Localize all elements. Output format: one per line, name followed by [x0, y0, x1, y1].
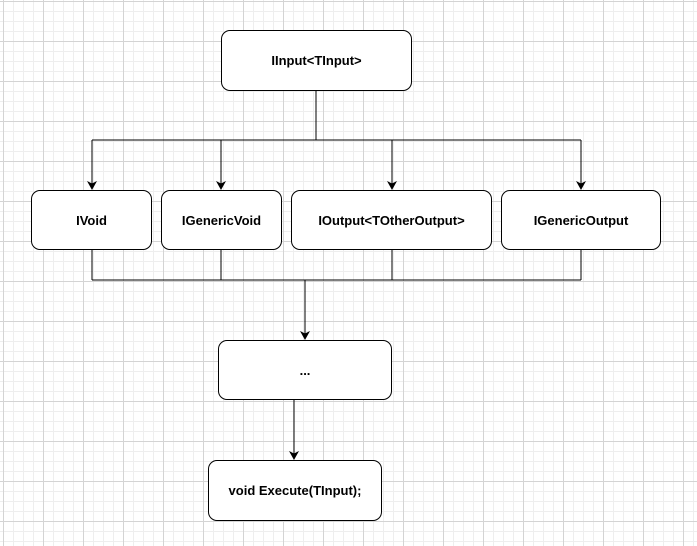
- node-execute-label: void Execute(TInput);: [228, 483, 362, 498]
- node-iinput-label: IInput<TInput>: [271, 53, 362, 68]
- node-igenericvoid[interactable]: IGenericVoid: [161, 190, 282, 250]
- node-ioutput-label: IOutput<TOtherOutput>: [318, 212, 465, 228]
- node-execute[interactable]: void Execute(TInput);: [208, 460, 382, 521]
- node-ellipsis[interactable]: ...: [218, 340, 392, 400]
- node-igenericoutput-label: IGenericOutput: [533, 212, 629, 228]
- node-iinput[interactable]: IInput<TInput>: [221, 30, 412, 91]
- node-igenericvoid-label: IGenericVoid: [181, 212, 262, 228]
- node-ivoid-label: IVoid: [76, 212, 107, 228]
- node-ivoid[interactable]: IVoid: [31, 190, 152, 250]
- node-igenericoutput[interactable]: IGenericOutput: [501, 190, 661, 250]
- node-ellipsis-label: ...: [299, 362, 311, 378]
- node-ioutput[interactable]: IOutput<TOtherOutput>: [291, 190, 492, 250]
